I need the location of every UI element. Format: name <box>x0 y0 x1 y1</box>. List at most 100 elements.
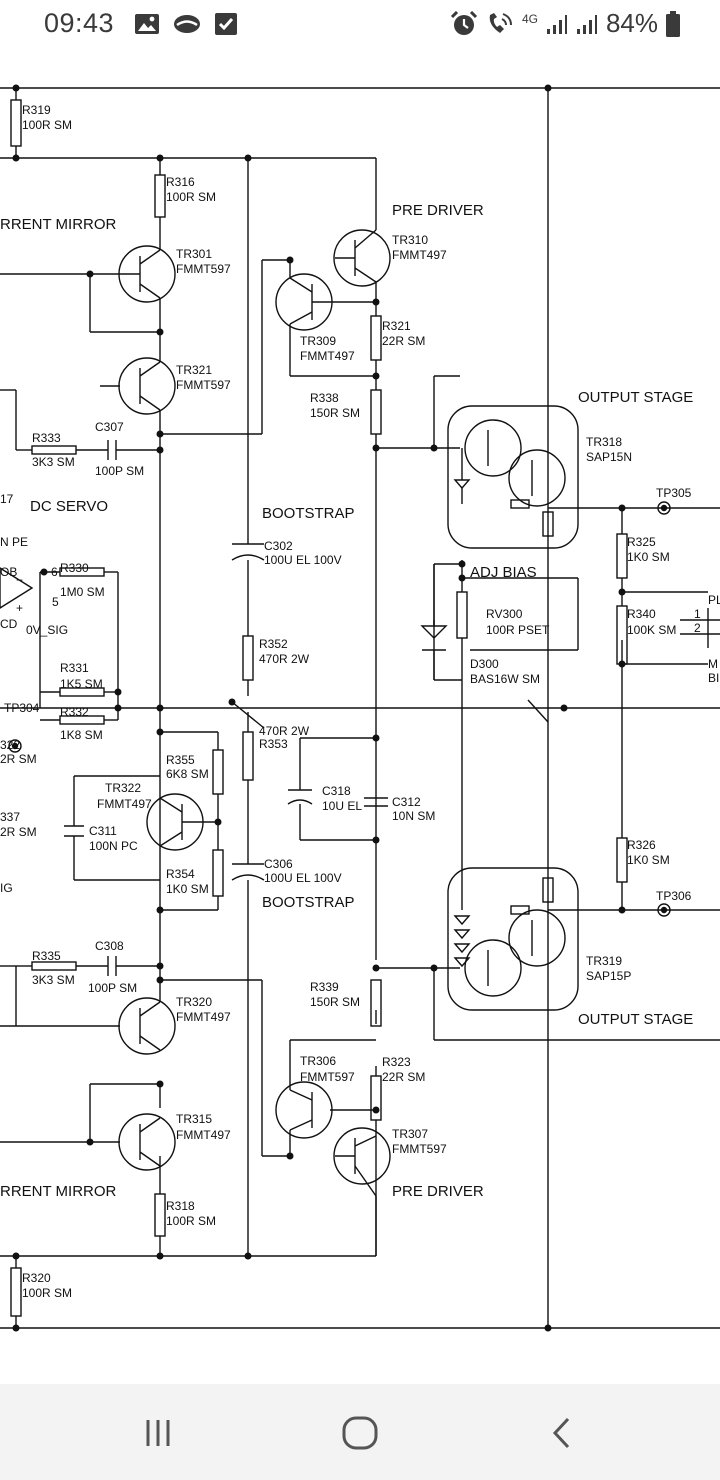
schematic-test-points <box>8 501 671 917</box>
label-dc-servo: DC SERVO <box>30 498 108 515</box>
tp306-ref: TP306 <box>656 889 692 903</box>
status-time: 09:43 <box>44 8 115 38</box>
c302-ref: C302 <box>264 539 293 553</box>
r333-value: 3K3 SM <box>32 455 75 469</box>
d300-value: BAS16W SM <box>470 672 540 686</box>
tr320-ref: TR320 <box>176 995 212 1009</box>
r320-ref: R320 <box>22 1271 51 1285</box>
r321-ref: R321 <box>382 319 411 333</box>
tr309-value: FMMT497 <box>300 349 355 363</box>
r335-value: 3K3 SM <box>32 973 75 987</box>
tr322-ref: TR322 <box>105 781 141 795</box>
label-pre-driver-top: PRE DRIVER <box>392 202 484 219</box>
status-bar: 09:43 4G <box>0 0 720 56</box>
tr310-ref: TR310 <box>392 233 428 247</box>
section-labels: RRENT MIRROR RRENT MIRROR PRE DRIVER PRE… <box>0 202 693 1200</box>
d300-ref: D300 <box>470 657 499 671</box>
r335-ref: R335 <box>32 949 61 963</box>
r337-value: 2R SM <box>0 825 37 839</box>
r322-value: 2R SM <box>0 752 37 766</box>
r319-value: 100R SM <box>22 118 72 132</box>
battery-icon <box>666 10 680 37</box>
tr320-value: FMMT497 <box>176 1010 231 1024</box>
r355-value: 6K8 SM <box>166 767 209 781</box>
r353-ref: R353 <box>259 737 288 751</box>
wifi-call-icon <box>489 12 512 33</box>
fragment-minus: − <box>16 573 23 587</box>
edge-fragment-labels: 17 N PE OB CD 0V_SIG 6 5 + − IG PL 1 2 M… <box>0 492 720 895</box>
r318-ref: R318 <box>166 1199 195 1213</box>
label-bootstrap-top: BOOTSTRAP <box>262 505 355 522</box>
r354-ref: R354 <box>166 867 195 881</box>
back-button[interactable] <box>532 1410 592 1456</box>
schematic-transistors <box>118 229 579 1197</box>
signal-icon <box>546 14 567 34</box>
c311-ref: C311 <box>89 824 117 838</box>
r323-ref: R323 <box>382 1055 411 1069</box>
rv300-value: 100R PSET <box>486 623 550 637</box>
fragment-ob: OB <box>0 565 17 579</box>
recent-apps-button[interactable] <box>128 1410 188 1456</box>
fragment-plus: + <box>16 601 23 615</box>
c308-value: 100P SM <box>88 981 137 995</box>
fragment-pin6: 6 <box>51 565 58 579</box>
c307-value: 100P SM <box>95 464 144 478</box>
r322-ref: 322 <box>0 738 20 752</box>
r352-value: 470R 2W <box>259 652 310 666</box>
schematic-diagram[interactable]: RRENT MIRROR RRENT MIRROR PRE DRIVER PRE… <box>0 60 720 1380</box>
r330-value: 1M0 SM <box>60 585 105 599</box>
image-icon <box>135 14 159 34</box>
tr306-ref: TR306 <box>300 1054 336 1068</box>
c318-value: 10U EL <box>322 799 362 813</box>
fragment-17: 17 <box>0 492 14 506</box>
fragment-cd: CD <box>0 617 18 631</box>
c318-ref: C318 <box>322 784 351 798</box>
label-current-mirror-top: RRENT MIRROR <box>0 216 117 233</box>
r326-ref: R326 <box>627 838 656 852</box>
r318-value: 100R SM <box>166 1214 216 1228</box>
component-labels: R319 100R SM R316 100R SM TR301 FMMT597 … <box>0 103 692 1300</box>
fragment-ig: IG <box>0 881 13 895</box>
c307-ref: C307 <box>95 420 124 434</box>
schematic-diodes <box>0 479 471 968</box>
schematic-junctions <box>12 84 626 1332</box>
c312-value: 10N SM <box>392 809 435 823</box>
recent-apps-icon <box>146 1420 170 1446</box>
fragment-pin5: 5 <box>52 595 59 609</box>
fragment-p2: 2 <box>694 621 701 635</box>
r340-value: 100K SM <box>627 623 676 637</box>
schematic-wires <box>0 87 720 1329</box>
r337-ref: 337 <box>0 810 20 824</box>
fragment-m: M <box>708 657 718 671</box>
r333-ref: R333 <box>32 431 61 445</box>
home-icon <box>342 1416 378 1450</box>
r340-ref: R340 <box>627 607 656 621</box>
r330-ref: R330 <box>60 561 89 575</box>
network-type: 4G <box>521 11 538 26</box>
tr307-value: FMMT597 <box>392 1142 447 1156</box>
back-icon <box>552 1417 570 1449</box>
rv300-ref: RV300 <box>486 607 523 621</box>
tr321-ref: TR321 <box>176 363 212 377</box>
r331-ref: R331 <box>60 661 89 675</box>
tr318-value: SAP15N <box>586 450 632 464</box>
checkbox-icon <box>215 13 237 35</box>
label-pre-driver-bottom: PRE DRIVER <box>392 1183 484 1200</box>
tr306-value: FMMT597 <box>300 1070 355 1084</box>
r325-ref: R325 <box>627 535 656 549</box>
home-button[interactable] <box>330 1410 390 1456</box>
r325-value: 1K0 SM <box>627 550 670 564</box>
tr307-ref: TR307 <box>392 1127 428 1141</box>
tp304-ref: TP304 <box>4 701 40 715</box>
tr301-value: FMMT597 <box>176 262 231 276</box>
battery-percent: 84% <box>605 8 658 38</box>
r321-value: 22R SM <box>382 334 425 348</box>
label-bootstrap-bottom: BOOTSTRAP <box>262 894 355 911</box>
c311-value: 100N PC <box>89 839 138 853</box>
tr319-ref: TR319 <box>586 954 622 968</box>
label-output-stage-bottom: OUTPUT STAGE <box>578 1011 693 1028</box>
tr301-ref: TR301 <box>176 247 212 261</box>
tp305-ref: TP305 <box>656 486 692 500</box>
schematic-resistors <box>10 99 628 1317</box>
label-output-stage-top: OUTPUT STAGE <box>578 389 693 406</box>
